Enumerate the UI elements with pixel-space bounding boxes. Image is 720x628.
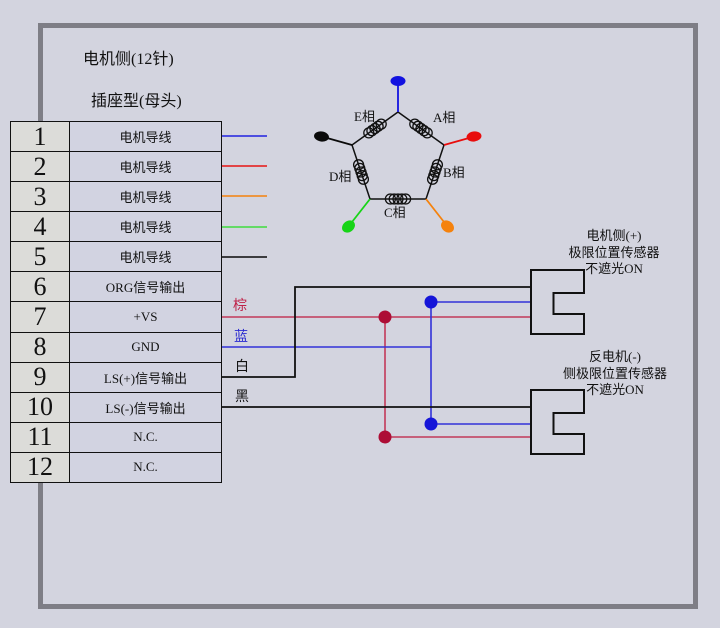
- orange-lead: [425, 198, 445, 223]
- pin-number: 5: [11, 242, 70, 272]
- pin-number: 3: [11, 182, 70, 212]
- pin-number: 6: [11, 272, 70, 302]
- wire-label-brown: 棕: [233, 299, 247, 314]
- pin-wire-stubs: [222, 135, 267, 258]
- junction-dot-blue-bottom: [424, 417, 438, 431]
- wire-label-blue: 蓝: [234, 330, 248, 345]
- black-lead-arrow: [314, 131, 329, 142]
- pin-label: LS(-)信号输出: [70, 392, 221, 422]
- diagram-title-line1: 电机侧(12针): [83, 51, 174, 68]
- edge-B: [425, 144, 445, 200]
- junction-dot-red-top: [378, 310, 392, 324]
- pin-label: 电机导线: [70, 122, 221, 152]
- junction-dot-red-bottom: [378, 430, 392, 444]
- pin-label: N.C.: [70, 452, 221, 482]
- edge-A: [397, 111, 445, 146]
- junction-dots: [378, 295, 438, 444]
- motor-leads: [314, 76, 482, 233]
- pentagon-winding: [351, 111, 445, 200]
- pin-number: 4: [11, 212, 70, 242]
- green-lead-arrow: [342, 220, 355, 233]
- pin-number: 12: [11, 452, 70, 482]
- red-lead: [443, 137, 470, 146]
- sensor-minus-line3: 不遮光ON: [586, 382, 644, 397]
- sensor-plus-line3: 不遮光ON: [585, 261, 643, 276]
- red-lead-arrow: [466, 131, 482, 142]
- pin-label: LS(+)信号输出: [70, 362, 221, 392]
- black-lead: [326, 137, 353, 146]
- sensor-plus-line2: 极限位置传感器: [568, 244, 660, 260]
- coil-B-phase: [426, 159, 444, 185]
- pin-label: 电机导线: [70, 242, 221, 272]
- orange-lead-arrow: [441, 220, 454, 233]
- wire-label-white: 白: [235, 360, 249, 375]
- pin-label: ORG信号输出: [70, 272, 221, 302]
- green-lead: [351, 198, 371, 223]
- pin-label: 电机导线: [70, 182, 221, 212]
- pin-number: 1: [11, 122, 70, 152]
- table-row: 7+VS: [11, 302, 221, 333]
- brown-wire-branch: [384, 317, 531, 438]
- signal-wires: [222, 286, 531, 438]
- limit-sensors: [530, 269, 585, 455]
- edge-E: [351, 111, 399, 146]
- phase-label-E: E相: [354, 109, 375, 124]
- sensor-plus-label: 电机侧(+)极限位置传感器不遮光ON: [549, 228, 679, 278]
- pin-number: 7: [11, 302, 70, 332]
- sensor-minus-line2: 侧极限位置传感器: [562, 365, 667, 381]
- coil-D-phase: [352, 159, 370, 185]
- pin-label: N.C.: [70, 422, 221, 452]
- pin-label: 电机导线: [70, 212, 221, 242]
- sensor-minus-line1: 反电机(-): [589, 349, 641, 364]
- phase-coils: [352, 118, 444, 205]
- wire-label-black: 黑: [235, 390, 249, 405]
- coil-C-phase: [384, 193, 412, 205]
- coil-A-phase: [409, 118, 433, 139]
- pin-label: GND: [70, 332, 221, 362]
- phase-label-C: C相: [384, 205, 406, 220]
- coil-E-phase: [363, 118, 387, 139]
- junction-dot-blue-top: [424, 295, 438, 309]
- diagram-title-line2: 插座型(母头): [91, 93, 182, 110]
- diagram-title: 电机侧(12针) 插座型(母头): [83, 49, 182, 112]
- pin-label: +VS: [70, 302, 221, 332]
- edge-D: [351, 144, 371, 200]
- phase-label-D: D相: [329, 169, 352, 184]
- phase-label-A: A相: [433, 110, 456, 125]
- blue-lead-arrow: [390, 76, 406, 86]
- pin-number: 11: [11, 422, 70, 452]
- pin-number: 2: [11, 152, 70, 182]
- pin-label: 电机导线: [70, 152, 221, 182]
- sensor-plus-line1: 电机侧(+): [586, 228, 642, 243]
- pin-number: 10: [11, 392, 70, 422]
- pin-number: 8: [11, 332, 70, 362]
- limit-sensor-plus-shape: [530, 269, 585, 335]
- pin-number: 9: [11, 362, 70, 392]
- phase-label-B: B相: [443, 165, 465, 180]
- limit-sensor-minus-shape: [530, 389, 585, 455]
- sensor-minus-label: 反电机(-)侧极限位置传感器不遮光ON: [550, 349, 680, 399]
- white-wire: [222, 286, 531, 378]
